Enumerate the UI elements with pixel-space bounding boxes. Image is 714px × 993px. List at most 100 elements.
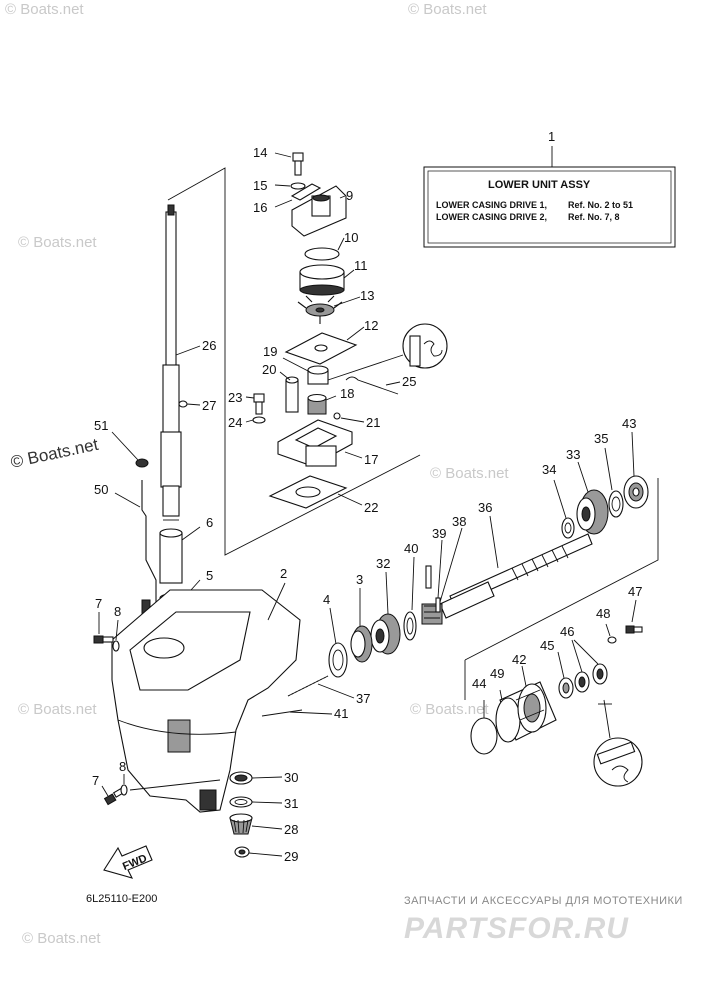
watermark-boats: © Boats.net	[408, 1, 487, 18]
part-number-label: 23	[228, 390, 242, 405]
watermark-boats: © Boats.net	[18, 701, 97, 718]
watermark-layer: © Boats.net © Boats.net © Boats.net © Bo…	[5, 1, 509, 947]
watermark-boats: © Boats.net	[5, 1, 84, 18]
part-number-label: 27	[202, 398, 216, 413]
pump-base	[277, 419, 353, 467]
part-number-label: 28	[284, 822, 298, 837]
part-number-label: 16	[253, 200, 267, 215]
bolt	[625, 625, 643, 634]
part-number-label: 1	[548, 129, 555, 144]
nut	[234, 846, 250, 858]
detail-callout	[327, 323, 448, 381]
part-number-label: 7	[92, 773, 99, 788]
shim	[229, 796, 253, 808]
grommet	[135, 458, 149, 468]
cross-pin	[435, 597, 441, 613]
o-ring	[470, 717, 498, 755]
info-box-title: LOWER UNIT ASSY	[488, 179, 591, 191]
part-number-label: 49	[490, 666, 504, 681]
part-number-label: 45	[540, 638, 554, 653]
part-number-label: 31	[284, 796, 298, 811]
forward-gear	[370, 613, 401, 655]
part-number-label: 7	[95, 596, 102, 611]
part-number-label: 50	[94, 482, 108, 497]
seal-collar	[307, 365, 329, 385]
washer	[607, 636, 617, 644]
part-number-label: 42	[512, 652, 526, 667]
drive-shaft	[160, 204, 182, 521]
part-number-label: 9	[346, 188, 353, 203]
watermark-boats: © Boats.net	[18, 234, 97, 251]
watermark-boats-main: © Boats.net	[9, 435, 100, 472]
part-number-label: 13	[360, 288, 374, 303]
clip	[345, 376, 399, 395]
oil-seal	[574, 663, 608, 693]
bearing-housing	[495, 681, 557, 743]
part-number-label: 20	[262, 362, 276, 377]
bolt	[253, 393, 265, 415]
part-number-labels: 2 3 4 5 6 7 7 8 8 9 10 11 12 13 14 15 16…	[92, 145, 642, 864]
part-number-label: 25	[402, 374, 416, 389]
part-number-label: 3	[356, 572, 363, 587]
detail-callout	[593, 699, 643, 787]
tapered-bearing	[350, 625, 373, 663]
part-number-label: 5	[206, 568, 213, 583]
impeller	[297, 295, 343, 324]
pin	[425, 565, 432, 589]
part-number-label: 2	[280, 566, 287, 581]
oil-seal	[229, 771, 253, 785]
pump-housing	[291, 185, 347, 237]
washer	[120, 784, 128, 796]
part-number-label: 40	[404, 541, 418, 556]
o-ring	[304, 247, 340, 261]
watermark-boats: © Boats.net	[410, 701, 489, 718]
part-number-label: 34	[542, 462, 556, 477]
gasket	[268, 475, 348, 509]
part-number-label: 8	[119, 759, 126, 774]
part-number-label: 11	[354, 258, 368, 273]
group-bracket	[167, 167, 421, 556]
watermark-boats: © Boats.net	[22, 930, 101, 947]
part-number-label: 6	[206, 515, 213, 530]
part-number-label: 32	[376, 556, 390, 571]
collar	[307, 393, 327, 415]
part-number-label: 14	[253, 145, 267, 160]
diagram-code: 6L25110-E200	[86, 893, 157, 905]
info-box-line1-name: LOWER CASING DRIVE 1,	[436, 200, 547, 210]
part-number-label: 19	[263, 344, 277, 359]
washer	[290, 182, 306, 190]
shim	[561, 517, 575, 539]
part-number-label: 15	[253, 178, 267, 193]
part-number-label: 43	[622, 416, 636, 431]
part-number-label: 26	[202, 338, 216, 353]
part-number-label: 10	[344, 230, 358, 245]
part-number-label: 48	[596, 606, 610, 621]
ball-bearing	[623, 475, 649, 509]
part-number-label: 47	[628, 584, 642, 599]
part-number-label: 22	[364, 500, 378, 515]
forward-arrow-icon: FWD	[103, 845, 153, 879]
part-number-label: 44	[472, 676, 486, 691]
spring	[403, 611, 417, 641]
washer	[252, 416, 266, 424]
part-number-label: 30	[284, 770, 298, 785]
info-box-line2-name: LOWER CASING DRIVE 2,	[436, 212, 547, 222]
shim	[608, 490, 624, 518]
part-number-label: 12	[364, 318, 378, 333]
bolt	[292, 152, 304, 176]
gear-group-bracket	[464, 478, 659, 700]
part-number-label: 24	[228, 415, 242, 430]
propeller-shaft	[439, 533, 593, 619]
bushing	[159, 528, 183, 584]
ru-brand-logo: PARTSFOR.RU	[404, 912, 629, 945]
part-number-label: 38	[452, 514, 466, 529]
part-number-label: 36	[478, 500, 492, 515]
shift-spring	[287, 675, 329, 697]
info-box-line1-ref: Ref. No. 2 to 51	[568, 200, 633, 210]
partsfor-watermark: ЗАПЧАСТИ И АКСЕССУАРЫ ДЛЯ МОТОТЕХНИКИ PA…	[404, 895, 682, 945]
part-number-label: 37	[356, 691, 370, 706]
washer	[112, 640, 120, 652]
part-number-label: 33	[566, 447, 580, 462]
